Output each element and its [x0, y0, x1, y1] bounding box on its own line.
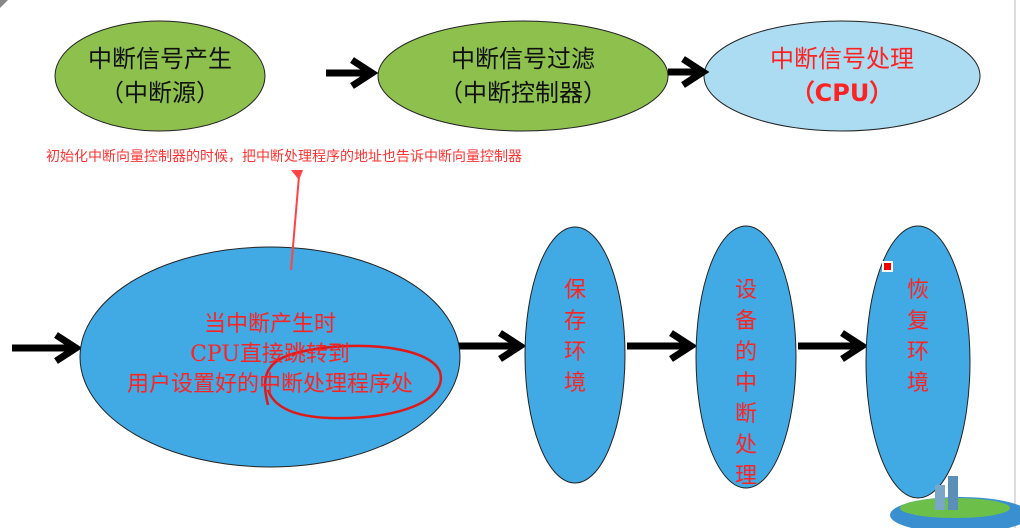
node-interrupt-source	[54, 20, 266, 132]
node-device-handler	[695, 225, 797, 489]
node-save-context	[524, 226, 626, 484]
node-interrupt-controller-label: 中断信号过滤（中断控制器）	[439, 45, 607, 107]
node-interrupt-source-label: 中断信号产生（中断源）	[88, 45, 232, 107]
annotation-note: 初始化中断向量控制器的时候，把中断处理程序的地址也告诉中断向量控制器	[46, 149, 522, 165]
node-restore-context	[865, 225, 971, 499]
corner-mark	[0, 0, 8, 8]
annotation-arrowhead	[291, 170, 303, 180]
node-jump-handler	[79, 246, 461, 468]
building-logo-icon	[890, 476, 1020, 528]
step-restore-context-label: 恢复环境	[906, 278, 929, 396]
scribble-circle	[263, 344, 443, 420]
selection-handle[interactable]	[882, 261, 893, 272]
step-save-context-label: 保存环境	[563, 278, 586, 396]
step-device-handler-label: 设备的中断处理	[734, 278, 757, 489]
node-interrupt-controller	[377, 20, 669, 132]
annotation-arrow	[290, 175, 300, 271]
node-cpu	[703, 20, 981, 132]
flow-arrows	[12, 56, 869, 364]
node-cpu-label: 中断信号处理（CPU）	[770, 45, 914, 107]
